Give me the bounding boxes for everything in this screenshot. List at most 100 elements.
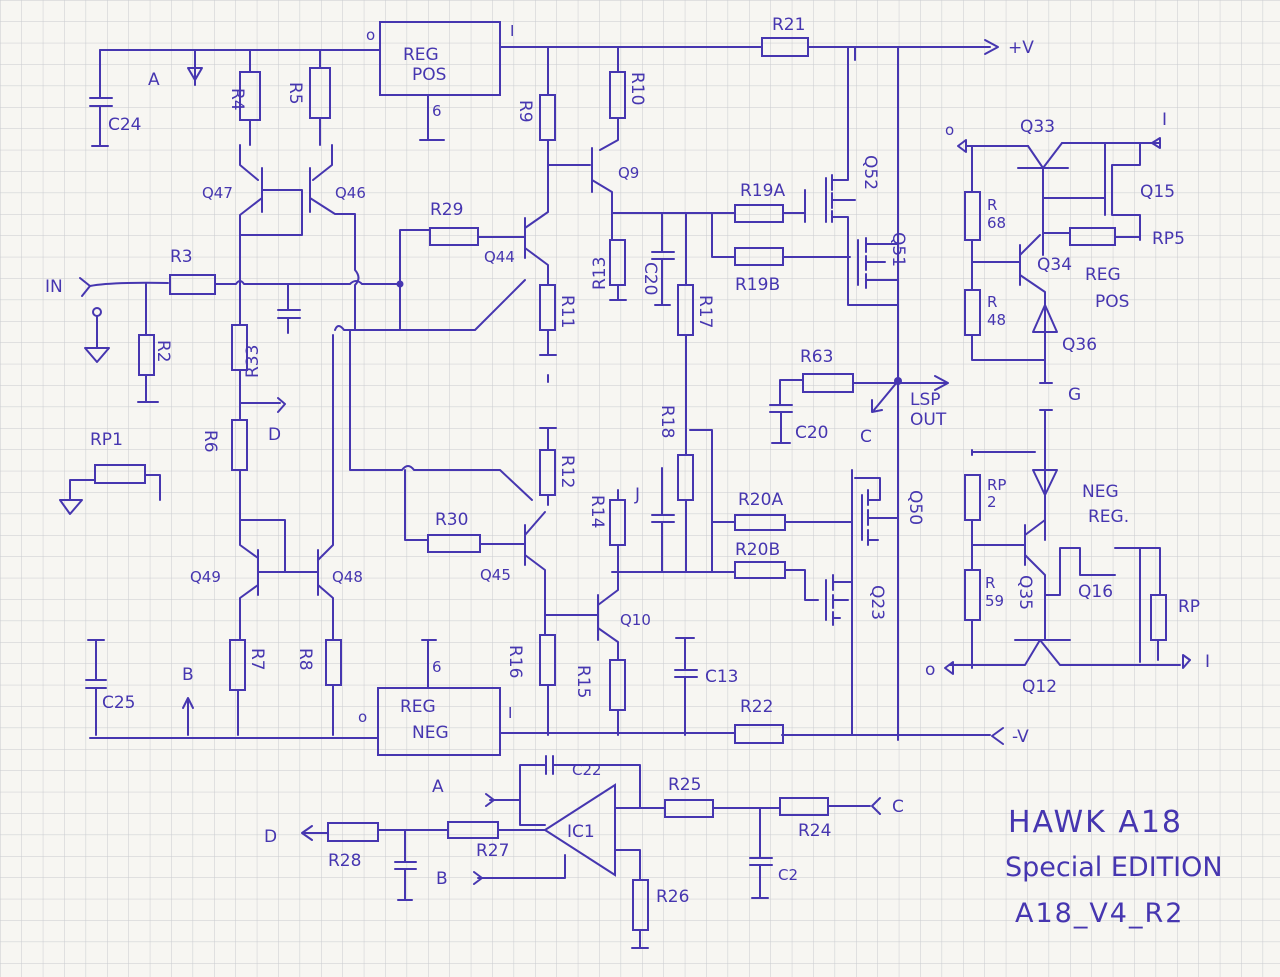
transistor-q16[interactable]: Q16 [1044,547,1161,663]
resistor-r16[interactable]: R16 [505,634,556,736]
rp-label: RP [1178,597,1200,617]
zener-neg[interactable]: NEG REG. [1032,409,1129,541]
resistor-r19a[interactable]: R19A [734,181,806,223]
resistor-r25[interactable]: R25 [664,775,781,818]
resistor-r2[interactable]: R2 [137,282,173,403]
capacitor-c22[interactable]: C22 [519,755,641,809]
capacitor-c24[interactable]: C24 [89,49,142,147]
resistor-r21[interactable]: R21 [761,15,809,57]
q33-label: Q33 [1020,117,1055,137]
mosfet-q52[interactable]: Q52 [804,46,899,306]
mosfet-q50[interactable]: Q50 [854,477,925,546]
trimmer-rp5[interactable]: RP5 [1042,227,1185,249]
resistor-r48[interactable]: R 48 [964,289,1046,361]
r48-label-value: 48 [987,311,1006,329]
resistor-r19b[interactable]: R19B [711,212,851,295]
transistor-q49[interactable]: Q49 [190,519,319,641]
transistor-q46[interactable]: Q46 [309,167,366,331]
resistor-r33[interactable]: R33 [231,234,263,421]
c20-zobel-label: C20 [795,423,829,443]
transistor-q33[interactable]: Q33 [1017,117,1069,256]
input-connector[interactable]: IN [45,277,169,363]
resistor-r27[interactable]: R27 [377,821,546,861]
net-a-label: A [148,70,160,90]
transistor-q12[interactable]: o I Q12 [925,639,1210,697]
cap-j-label: J [634,485,640,505]
resistor-r29[interactable]: R29 [429,200,479,246]
q45-label: Q45 [480,566,511,584]
r9-label: R9 [515,100,535,123]
resistor-r9[interactable]: R9 [515,46,591,166]
net-a-tap: A [148,49,203,90]
resistor-r20b[interactable]: R20B [611,540,819,601]
reg-neg-line2: NEG [412,723,449,743]
opamp-d-output-label: D [264,827,277,847]
reg-neg-line1: REG [400,697,436,717]
capacitor-feedback[interactable] [277,283,301,334]
transistor-q10[interactable]: Q10 [544,571,651,661]
transistor-q35[interactable]: Q35 [971,519,1046,641]
resistor-r6[interactable]: R6 [200,419,248,521]
capacitor-c20-zobel[interactable]: C20 [769,404,829,444]
resistor-r3[interactable]: R3 [169,247,401,295]
r4-label: R4 [227,88,247,111]
resistor-r11[interactable]: R11 [539,284,577,383]
resistor-r24[interactable]: C R24 [779,797,904,841]
trimmer-rp2[interactable]: RP 2 [964,449,1036,571]
title-line-2: Special EDITION [1005,852,1223,883]
r13-label: R13 [590,257,610,290]
r16-label: R16 [505,645,525,678]
resistor-r22[interactable]: R22 [734,697,784,744]
resistor-r4[interactable]: R4 [227,49,261,181]
q10-label: Q10 [620,611,651,629]
resistor-r14[interactable]: R14 [587,489,626,573]
transistor-q9[interactable]: Q9 [591,147,736,241]
capacitor-filter[interactable] [394,829,417,901]
resistor-r28[interactable]: D R28 [264,822,379,871]
resistor-r7[interactable]: R7 [229,639,267,736]
transistor-q34[interactable]: Q34 REG POS [971,234,1129,312]
resistor-r30[interactable]: R30 [427,510,526,553]
r21-label: R21 [772,15,805,35]
trimmer-rp1[interactable]: RP1 [59,430,161,515]
r7-label: R7 [247,648,267,671]
resistor-r59[interactable]: R 59 [964,569,1004,669]
transistor-q48[interactable]: Q48 [317,334,363,641]
reg-neg-block[interactable]: REG NEG o I 6 [358,639,512,756]
transistor-q47[interactable]: Q47 [202,167,303,281]
capacitor-j[interactable]: J [634,467,675,573]
q35-label: Q35 [1015,575,1035,610]
resistor-r17[interactable]: R17 [677,212,715,456]
transistor-q45[interactable]: Q45 [480,511,546,636]
resistor-r12[interactable]: R12 [539,427,577,506]
r12-label: R12 [557,455,577,488]
capacitor-c20-bias[interactable]: C20 [640,212,675,306]
resistor-r26[interactable]: R26 [631,879,689,949]
r59-label-value: 59 [985,592,1004,610]
resistor-r8[interactable]: R8 [295,639,342,736]
r29-label: R29 [430,200,463,220]
resistor-r20a[interactable]: R20A [711,490,853,531]
resistor-r18[interactable]: R18 [657,405,713,573]
reg-neg-gnd-pin: 6 [432,658,442,676]
lsp-label: LSP [910,390,941,410]
zener-q36[interactable]: Q36 [1032,299,1097,384]
resistor-r10[interactable]: R10 [599,46,647,151]
pos-reg-label-2: POS [1095,292,1129,312]
resistor-r13[interactable]: R13 [590,239,627,301]
q50-label: Q50 [905,490,925,525]
resistor-r63[interactable]: R63 [779,347,949,413]
mosfet-q23[interactable]: Q23 [825,574,887,626]
capacitor-c25[interactable]: C25 [85,639,136,736]
resistor-r5[interactable]: R5 [285,49,333,181]
resistor-r68[interactable]: R 68 [964,145,1006,291]
reg-pos-block[interactable]: REG POS o I 6 [366,21,514,141]
net-c-label: C [860,427,872,447]
resistor-r15[interactable]: R15 [573,659,626,736]
capacitor-c2[interactable]: C2 [749,807,798,899]
transistor-q15[interactable]: Q15 [1042,142,1175,241]
trimmer-rp[interactable]: RP [1150,594,1200,661]
capacitor-c13[interactable]: C13 [674,637,739,736]
net-d-label: D [268,425,281,445]
plus-v-label: +V [1008,38,1034,58]
